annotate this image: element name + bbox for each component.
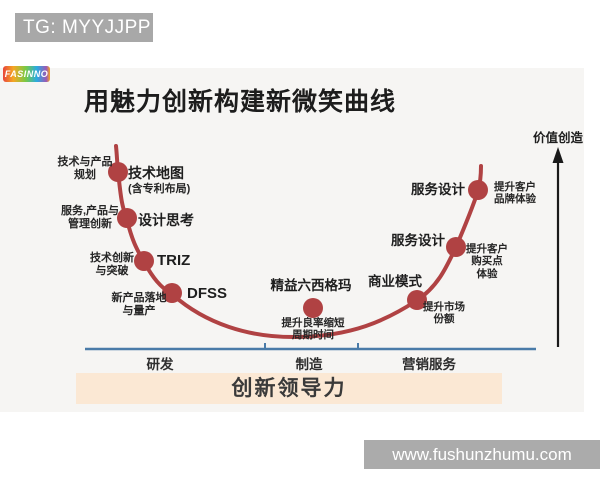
point-outer-label-tech-product-planning: 技术与产品 规划 <box>57 156 113 181</box>
point-inner-label-service-design-top: 服务设计 <box>411 182 465 197</box>
curve-node-design-thinking <box>117 208 137 228</box>
point-inner-label-triz: TRIZ <box>157 252 191 269</box>
fasinno-logo: FASINNO <box>3 66 50 82</box>
curve-node-service-design-mid <box>446 237 466 257</box>
point-outer-label-new-product-launch: 新产品落地 与量产 <box>111 292 167 317</box>
point-outer-label-service-mgmt-innovation: 服务,产品与 管理创新 <box>60 205 120 230</box>
value-axis-arrowhead <box>552 147 564 163</box>
leadership-banner: 创新领导力 <box>76 373 502 404</box>
page-title: 用魅力创新构建新微笑曲线 <box>84 88 397 116</box>
curve-node-business-model <box>407 290 427 310</box>
point-outer-label-yield-cycle: 提升良率缩短 周期时间 <box>281 317 345 342</box>
smile-curve-path <box>114 144 483 340</box>
curve-node-dfss <box>162 283 182 303</box>
curve-node-triz <box>134 251 154 271</box>
axis-segment-label-marketing-service: 营销服务 <box>402 357 456 372</box>
curve-node-service-design-top <box>468 180 488 200</box>
point-inner-label-tech-map: 技术地图 <box>128 165 184 181</box>
point-outer-label-tech-breakthrough: 技术创新 与突破 <box>90 252 134 277</box>
axis-segment-label-rd: 研发 <box>146 357 174 372</box>
point-inner-label-service-design-mid: 服务设计 <box>391 233 445 248</box>
tg-badge: TG: MYYJJPP <box>15 13 153 42</box>
watermark-badge: www.fushunzhumu.com <box>364 440 600 469</box>
curve-node-tech-map <box>108 162 128 182</box>
point-outer-label-brand-experience: 提升客户 品牌体验 <box>494 181 536 206</box>
point-inner-label-design-thinking: 设计思考 <box>138 212 194 228</box>
value-axis-label: 价值创造 <box>532 131 583 145</box>
slide-background <box>0 68 584 412</box>
curve-node-lean-six-sigma <box>303 298 323 318</box>
point-note-patent-layout: (含专利布局) <box>128 183 191 195</box>
axis-segment-label-manufacturing: 制造 <box>295 357 323 372</box>
point-outer-label-purchase-experience: 提升客户 购买点 体验 <box>466 243 508 280</box>
point-inner-label-dfss: DFSS <box>187 285 228 302</box>
point-outer-label-market-share: 提升市场 份额 <box>423 301 465 326</box>
point-inner-label-lean-six-sigma: 精益六西格玛 <box>270 278 352 293</box>
point-inner-label-business-model: 商业模式 <box>368 274 422 289</box>
